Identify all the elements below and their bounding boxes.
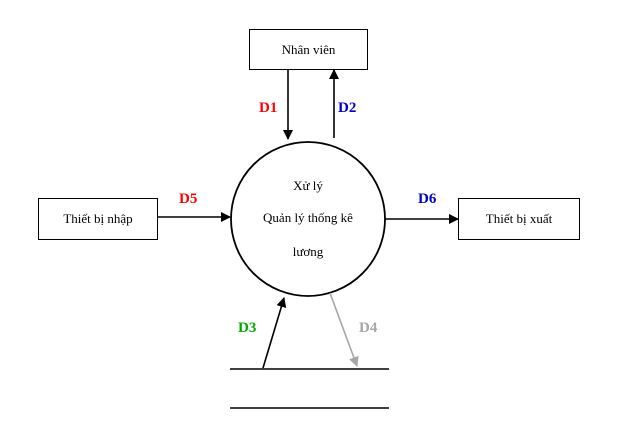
output-device-entity-label: Thiết bị xuất [485,211,553,226]
process-line-2: Quản lý thống kê [263,210,353,225]
flow-d2-label: D2 [338,100,357,116]
employee-entity: Nhân viên [249,29,368,70]
input-device-entity: Thiết bị nhập [38,198,158,240]
flow-d3-arrow [262,297,287,369]
employee-entity-label: Nhân viên [281,41,336,57]
flow-d4-arrow [329,292,359,367]
flow-d3-label: D3 [238,320,257,336]
flow-d4-label: D4 [359,320,378,336]
flow-d1-label: D1 [259,100,278,116]
process-line-1: Xử lý [293,178,323,193]
output-device-entity: Thiết bị xuất [458,198,580,240]
flow-d6-label: D6 [418,191,437,207]
flow-d5-label: D5 [179,191,198,207]
input-device-entity-label: Thiết bị nhập [63,211,133,226]
process-line-3: lương [292,244,324,259]
